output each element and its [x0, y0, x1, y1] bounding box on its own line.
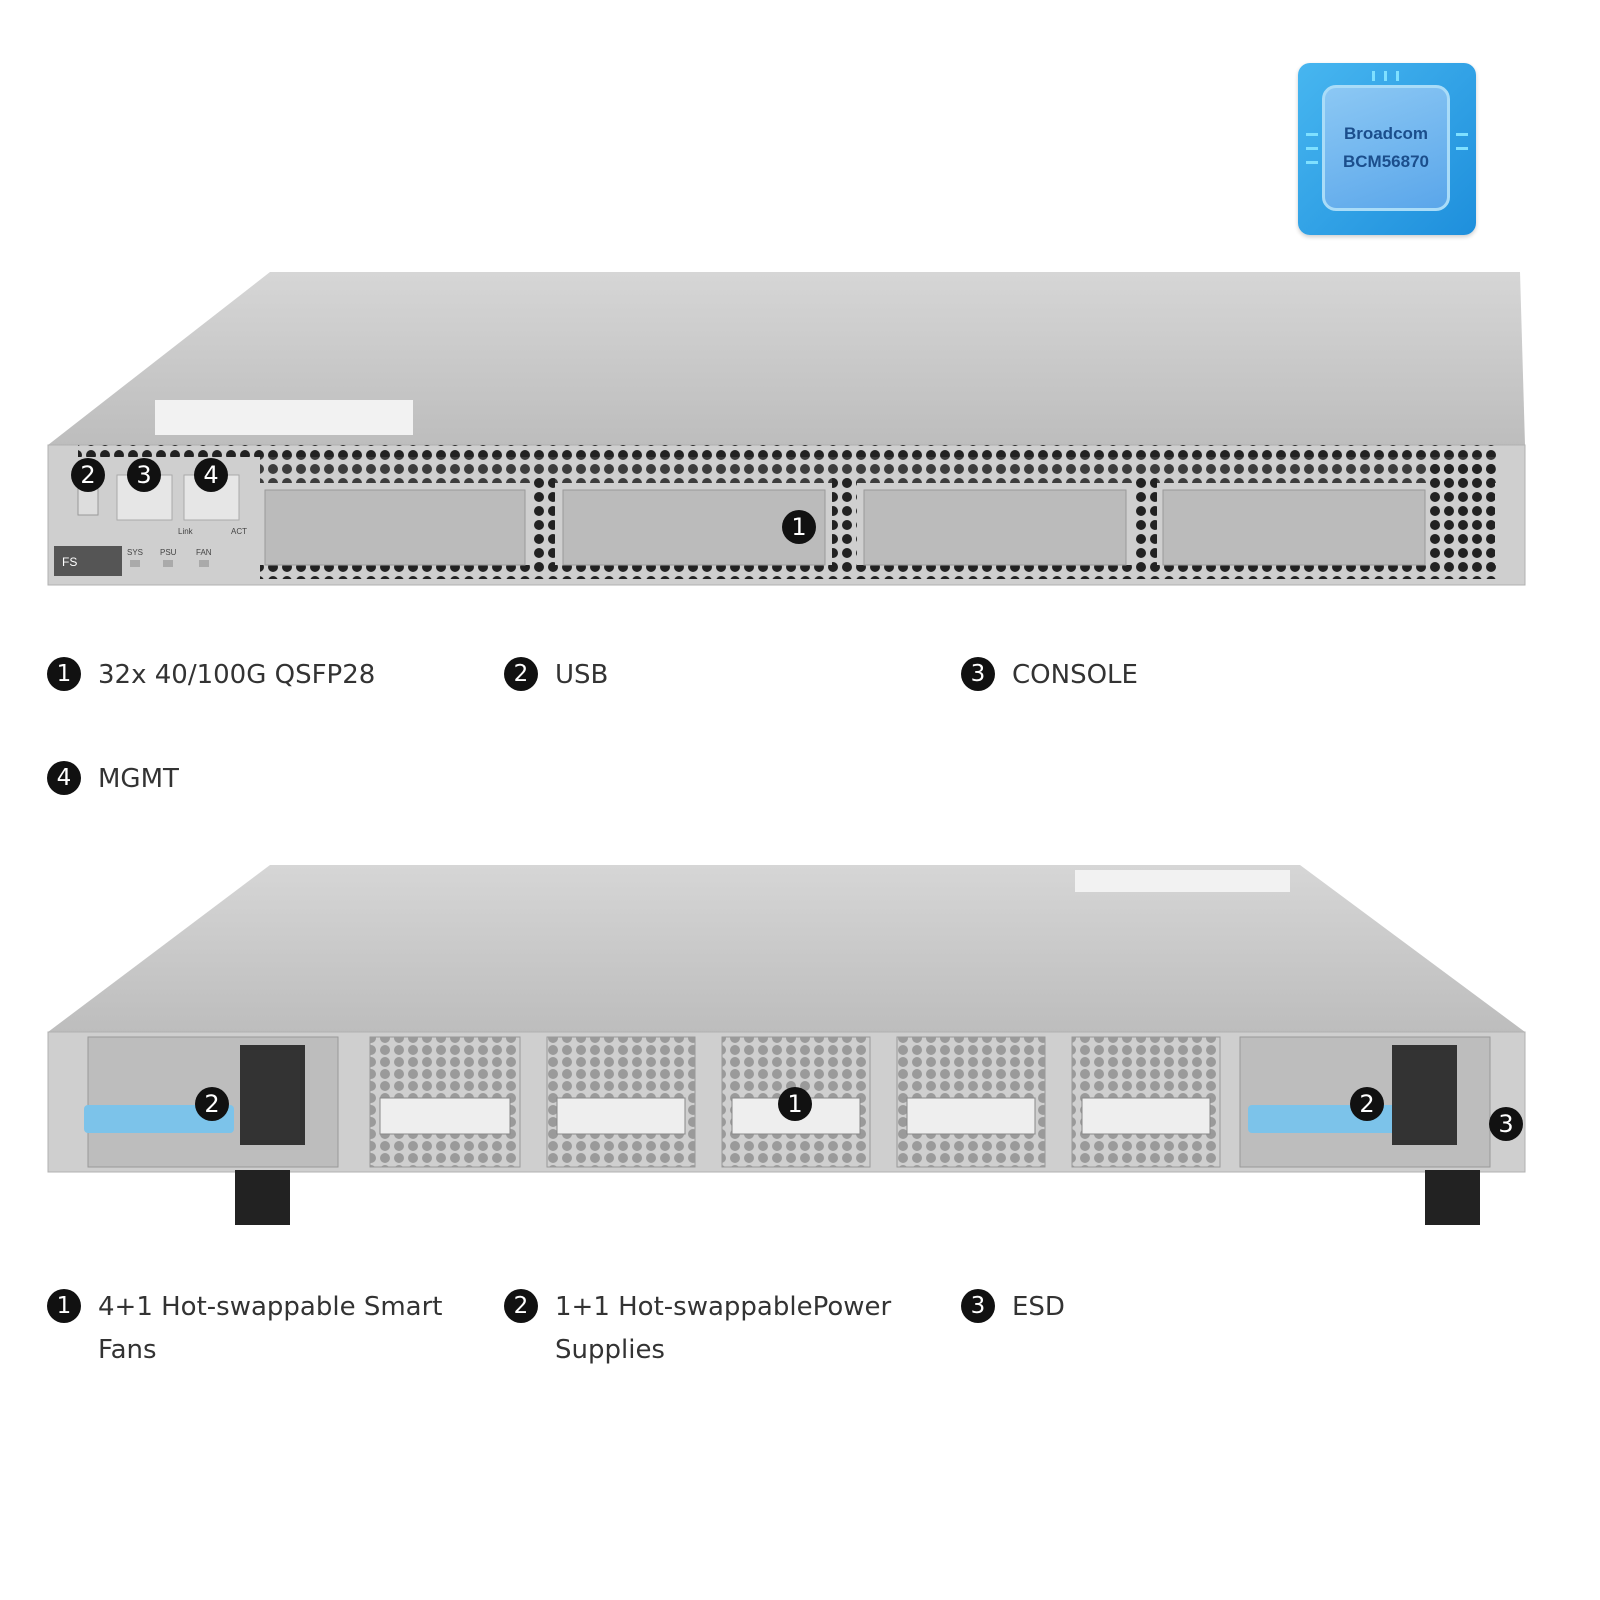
legend-text: 1+1 Hot-swappablePower Supplies [555, 1292, 892, 1365]
qsfp28-port-groups [264, 489, 1426, 566]
legend-text: USB [555, 660, 609, 690]
rear-switch [47, 865, 1526, 1225]
legend-text: 4+1 Hot-swappable Smart Fans [98, 1292, 443, 1365]
fs-logo-plate [54, 546, 122, 576]
cable-clip-right [1425, 1170, 1480, 1225]
led-psu [163, 560, 173, 567]
legend-text: MGMT [98, 764, 179, 794]
chassis-label [155, 400, 413, 435]
legend-console: 3 CONSOLE [961, 654, 1361, 697]
legend-usb: 2 USB [504, 654, 904, 697]
legend-power-supplies: 2 1+1 Hot-swappablePower Supplies [504, 1286, 904, 1372]
legend-number: 2 [504, 1289, 538, 1323]
callout-psu-left: 2 [195, 1087, 229, 1121]
chip-brand: Broadcom [1343, 124, 1429, 143]
legend-qsfp28: 1 32x 40/100G QSFP28 [47, 654, 467, 697]
legend-number: 1 [47, 1289, 81, 1323]
vent-top [78, 445, 1498, 457]
legend-number: 4 [47, 761, 81, 795]
legend-number: 3 [961, 1289, 995, 1323]
legend-text: ESD [1012, 1292, 1065, 1322]
callout-usb: 2 [71, 458, 105, 492]
broadcom-chip-badge: Broadcom BCM56870 [1298, 63, 1476, 235]
cable-clip-left [235, 1170, 290, 1225]
callout-fans: 1 [778, 1087, 812, 1121]
link-label: Link [178, 527, 194, 536]
fan-modules [369, 1036, 1221, 1168]
led-psu-label: PSU [160, 548, 177, 557]
callout-esd: 3 [1489, 1107, 1523, 1141]
callout-psu-right: 2 [1350, 1087, 1384, 1121]
callout-mgmt: 4 [194, 458, 228, 492]
legend-fans: 1 4+1 Hot-swappable Smart Fans [47, 1286, 447, 1372]
act-label: ACT [231, 527, 247, 536]
rear-chassis-top [48, 865, 1525, 1032]
vent-bottom [260, 565, 1498, 579]
legend-number: 3 [961, 657, 995, 691]
led-fan-label: FAN [196, 548, 212, 557]
callout-qsfp28: 1 [782, 510, 816, 544]
legend-text: CONSOLE [1012, 660, 1138, 690]
led-sys-label: SYS [127, 548, 143, 557]
legend-number: 1 [47, 657, 81, 691]
chip-model: BCM56870 [1343, 152, 1429, 171]
led-fan [199, 560, 209, 567]
front-chassis-top [48, 272, 1525, 445]
fs-logo: FS [62, 555, 77, 569]
led-sys [130, 560, 140, 567]
legend-text: 32x 40/100G QSFP28 [98, 660, 376, 690]
legend-number: 2 [504, 657, 538, 691]
legend-mgmt: 4 MGMT [47, 758, 447, 801]
callout-console: 3 [127, 458, 161, 492]
legend-esd: 3 ESD [961, 1286, 1361, 1329]
